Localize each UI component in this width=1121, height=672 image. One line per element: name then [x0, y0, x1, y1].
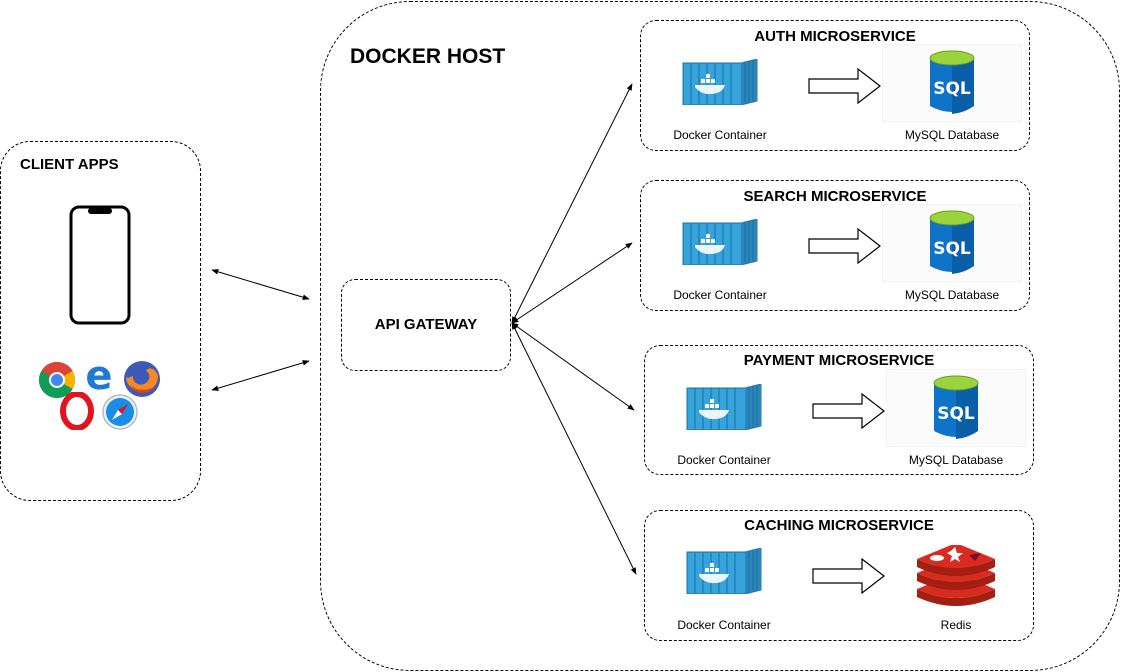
service-title: SEARCH MICROSERVICE — [743, 188, 927, 205]
redis-icon — [917, 545, 995, 606]
service-title: AUTH MICROSERVICE — [754, 28, 916, 45]
firefox-icon — [124, 361, 160, 397]
client-apps-title: CLIENT APPS — [20, 156, 119, 173]
opera-icon — [60, 392, 94, 430]
svg-text:SQL: SQL — [933, 79, 971, 99]
flow-arrow — [808, 68, 881, 104]
docker-container-icon — [686, 384, 762, 430]
client-apps-box — [0, 141, 201, 501]
docker-host-title: DOCKER HOST — [350, 45, 506, 68]
smartphone-icon — [69, 205, 131, 325]
service-box-caching — [644, 510, 1034, 641]
service-box-auth — [640, 20, 1030, 151]
docker-host-box — [320, 1, 1120, 671]
docker-container-icon — [682, 59, 758, 105]
svg-text:e: e — [85, 356, 112, 396]
store-label: MySQL Database — [904, 128, 1000, 142]
service-box-search — [640, 180, 1030, 311]
svg-text:SQL: SQL — [933, 239, 971, 259]
chrome-icon — [38, 362, 76, 399]
mysql-database-icon: SQL — [881, 203, 1023, 283]
mysql-database-icon: SQL — [885, 368, 1027, 448]
edge-icon: e — [85, 356, 112, 396]
mysql-database-icon: SQL — [881, 43, 1023, 123]
api-gateway-box — [341, 279, 511, 371]
client-to-gateway-arrow-top — [211, 269, 310, 300]
container-label: Docker Container — [677, 618, 771, 632]
docker-container-icon — [686, 548, 762, 594]
svg-text:SQL: SQL — [937, 404, 975, 424]
service-title: CACHING MICROSERVICE — [744, 517, 934, 534]
store-label: Redis — [940, 618, 972, 632]
flow-arrow — [808, 228, 881, 264]
service-title: PAYMENT MICROSERVICE — [743, 352, 935, 369]
flow-arrow — [812, 558, 885, 594]
container-label: Docker Container — [673, 288, 767, 302]
client-to-gateway-arrow-bottom — [211, 360, 310, 391]
store-label: MySQL Database — [908, 453, 1004, 467]
gateway-to-caching-arrow — [511, 322, 637, 575]
service-box-payment — [644, 345, 1034, 475]
docker-container-icon — [682, 219, 758, 265]
store-label: MySQL Database — [904, 288, 1000, 302]
flow-arrow — [812, 393, 885, 429]
api-gateway-label: API GATEWAY — [374, 316, 478, 333]
container-label: Docker Container — [677, 453, 771, 467]
safari-icon — [102, 394, 138, 430]
gateway-to-search-arrow — [511, 242, 633, 324]
container-label: Docker Container — [673, 128, 767, 142]
